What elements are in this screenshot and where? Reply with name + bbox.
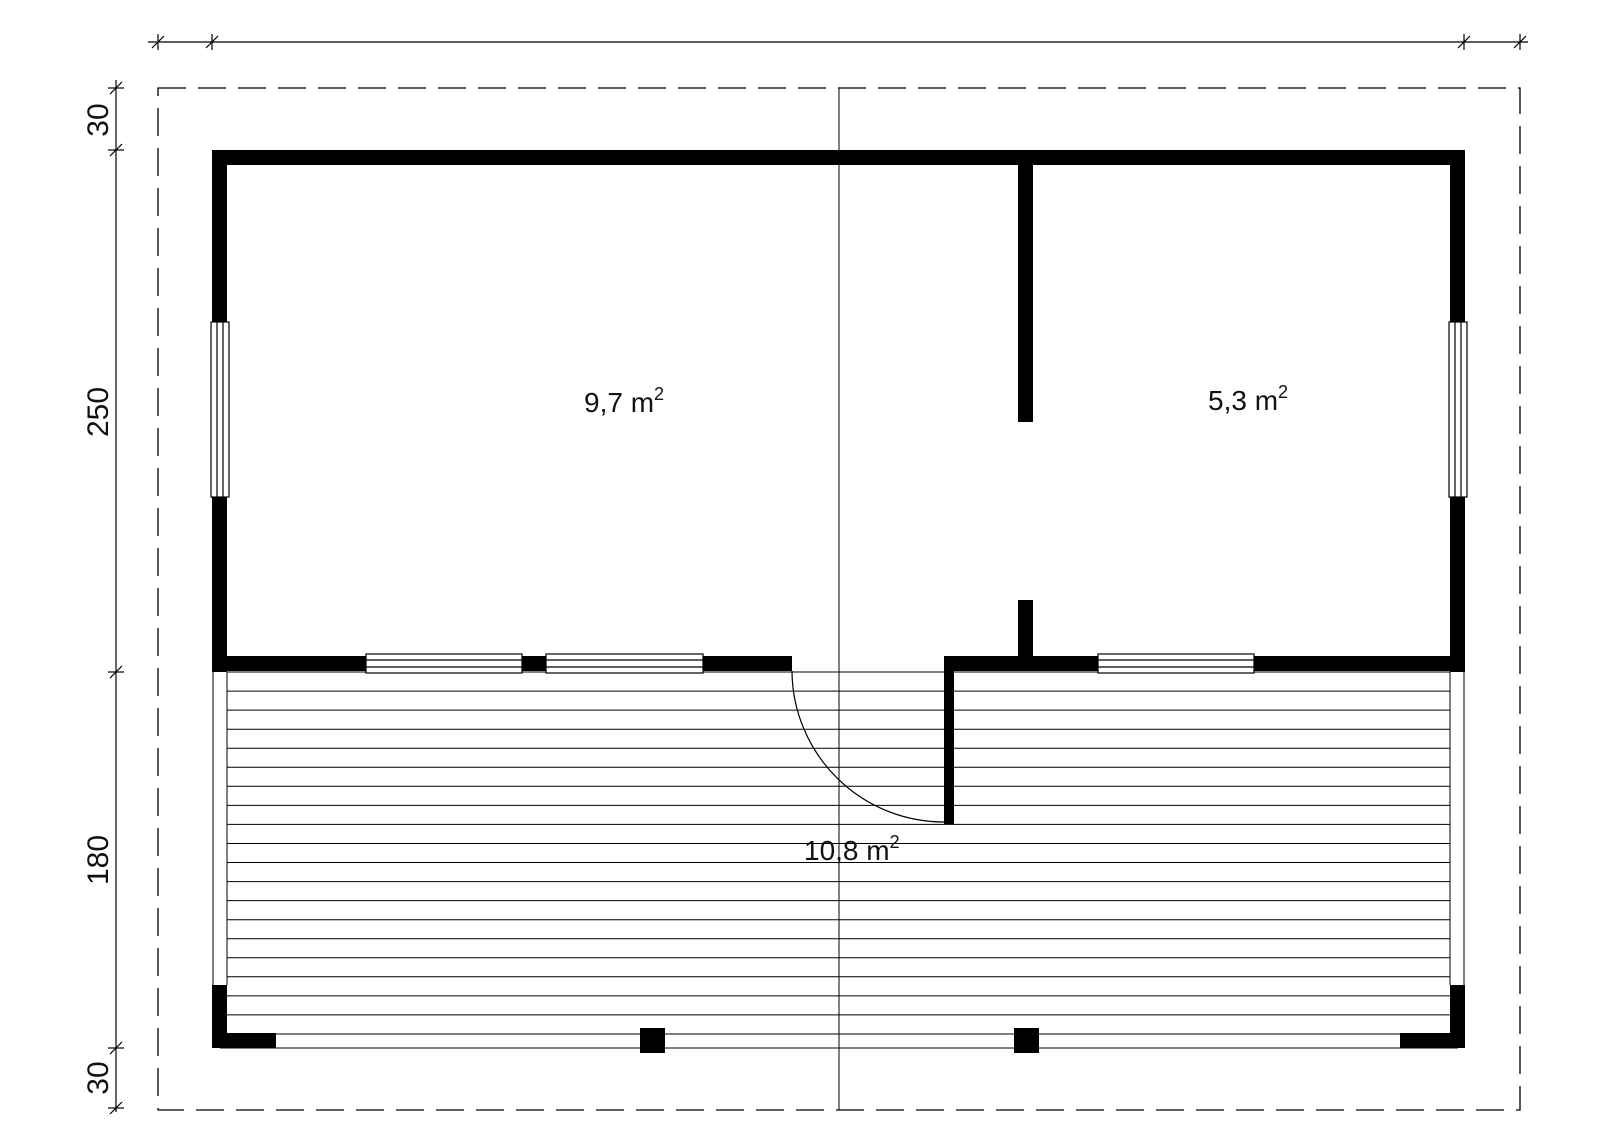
wall-right-lower: [1450, 497, 1465, 672]
top-dimension-line: [148, 34, 1528, 50]
corner-post-left: [212, 985, 227, 1048]
corner-post-left-base: [212, 1033, 276, 1048]
room-area-label-main: 9,7 m2: [584, 384, 664, 418]
wall-partition-lower: [1018, 600, 1033, 665]
dimension-label-terrace-depth: 180: [82, 835, 115, 885]
corner-post-right-base: [1400, 1033, 1464, 1048]
window-front-3: [1097, 653, 1255, 674]
window-front-1: [365, 653, 523, 674]
windows: [210, 321, 1468, 674]
room-area-label-terrace: 10,8 m2: [804, 832, 900, 866]
window-front-2: [545, 653, 704, 674]
terrace-side-lines: [212, 672, 1465, 1049]
dimension-label-top-overhang: 30: [82, 103, 115, 136]
dimension-label-bottom-overhang: 30: [82, 1061, 115, 1094]
door-swing-arc: [791, 671, 945, 823]
corner-post-right: [1450, 985, 1465, 1048]
wall-left-upper: [212, 150, 227, 322]
wall-terrace-divider: [944, 656, 954, 824]
post-center-right: [1014, 1028, 1039, 1053]
window-right-wall: [1448, 321, 1468, 498]
wall-left-lower: [212, 497, 227, 672]
left-dimension-line: [108, 80, 124, 1115]
room-area-label-side: 5,3 m2: [1208, 382, 1288, 416]
wall-partition-upper: [1018, 150, 1033, 422]
wall-top: [212, 150, 1464, 165]
wall-right-upper: [1450, 150, 1465, 322]
dimension-label-main-depth: 250: [82, 387, 115, 437]
window-left-wall: [210, 321, 230, 498]
door: [791, 671, 945, 823]
post-center-left: [640, 1028, 665, 1053]
